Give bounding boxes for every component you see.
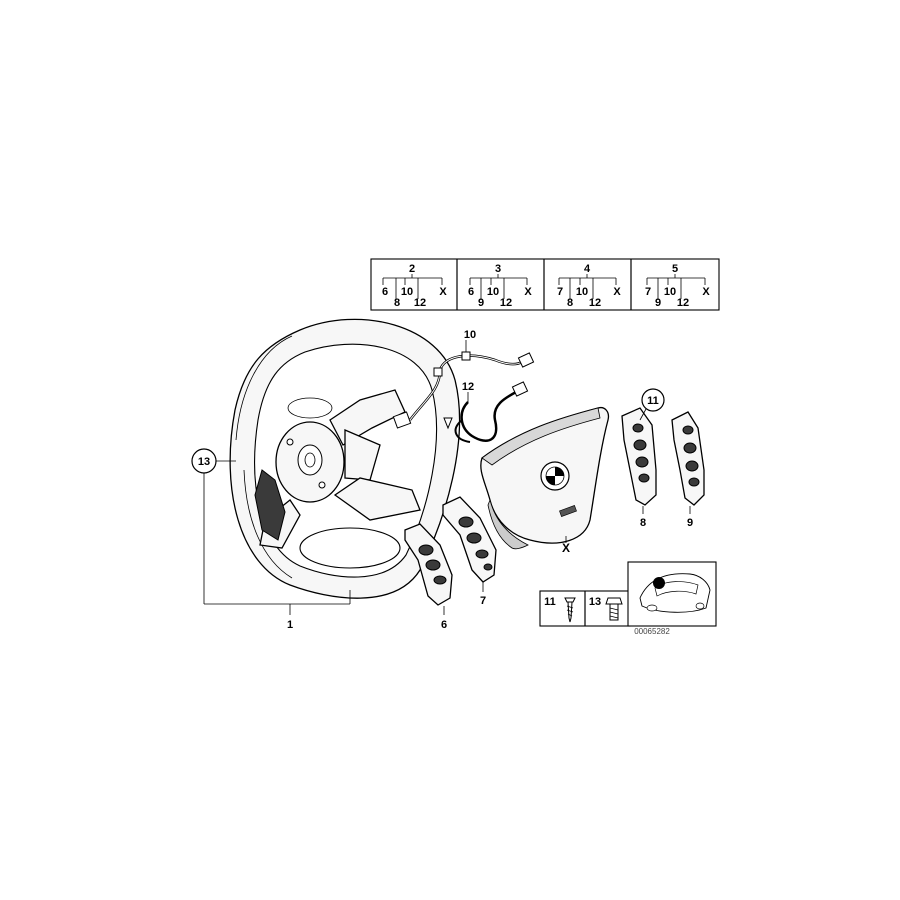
kit-part: 12: [500, 297, 512, 309]
fastener-legend: 11 13: [539, 590, 631, 627]
callout-label: 1: [287, 619, 293, 631]
callout-label: X: [562, 541, 570, 555]
hex-bolt-icon: [605, 597, 623, 621]
mf-switch-8: 8: [621, 407, 657, 529]
kit-part: X: [702, 286, 710, 298]
kit-cell-4: 4 7 8 10 12 X: [557, 263, 621, 309]
kit-cell-2: 2 6 8 10 12 X: [382, 263, 447, 309]
wiring-harness-10: 10: [409, 329, 535, 421]
callout-label: 12: [462, 381, 474, 393]
kit-part: 6: [382, 286, 388, 298]
kit-part: 9: [478, 297, 484, 309]
callout-label: 13: [198, 456, 210, 468]
callout-label: 8: [640, 517, 646, 529]
kit-part: 10: [576, 286, 588, 298]
callout-11: 11: [639, 388, 665, 421]
callout-label: 6: [441, 619, 447, 631]
mf-switch-7: 7: [442, 496, 497, 607]
kit-part: 8: [567, 297, 573, 309]
mf-switch-9: 9: [671, 411, 705, 529]
kit-part: 10: [664, 286, 676, 298]
diagram-code: 00065282: [634, 627, 670, 636]
tapping-screw-icon: [564, 597, 576, 623]
callout-label: 9: [687, 517, 693, 529]
callout-label: 11: [647, 395, 659, 407]
callout-13: 13: [191, 448, 236, 604]
kit-part: 12: [589, 297, 601, 309]
callout-1: 1: [204, 590, 351, 631]
kit-cell-3: 3 6 9 10 12 X: [468, 263, 532, 309]
legend-label: 11: [544, 596, 556, 608]
legend-label: 13: [589, 596, 601, 608]
kit-table: 2 6 8 10 12 X 3 6 9 10 12: [370, 258, 720, 311]
kit-part: 7: [557, 286, 563, 298]
kit-cell-5: 5 7 9 10 12 X: [645, 263, 710, 309]
kit-part: X: [524, 286, 532, 298]
sedan-car-icon: [627, 561, 717, 627]
kit-part: X: [439, 286, 447, 298]
airbag-module: X: [480, 406, 610, 555]
kit-header: 4: [584, 263, 591, 275]
kit-part: 8: [394, 297, 400, 309]
kit-part: 10: [487, 286, 499, 298]
callout-label: 10: [464, 329, 476, 341]
kit-part: X: [613, 286, 621, 298]
wiring-harness-12: 12: [443, 381, 529, 443]
kit-part: 7: [645, 286, 651, 298]
mf-switch-6: 6: [404, 523, 453, 631]
kit-header: 5: [672, 263, 678, 275]
kit-part: 9: [655, 297, 661, 309]
kit-part: 12: [677, 297, 689, 309]
kit-part: 12: [414, 297, 426, 309]
kit-header: 3: [495, 263, 501, 275]
kit-part: 6: [468, 286, 474, 298]
kit-part: 10: [401, 286, 413, 298]
kit-header: 2: [409, 263, 415, 275]
steering-wheel: [229, 318, 461, 599]
callout-label: 7: [480, 595, 486, 607]
